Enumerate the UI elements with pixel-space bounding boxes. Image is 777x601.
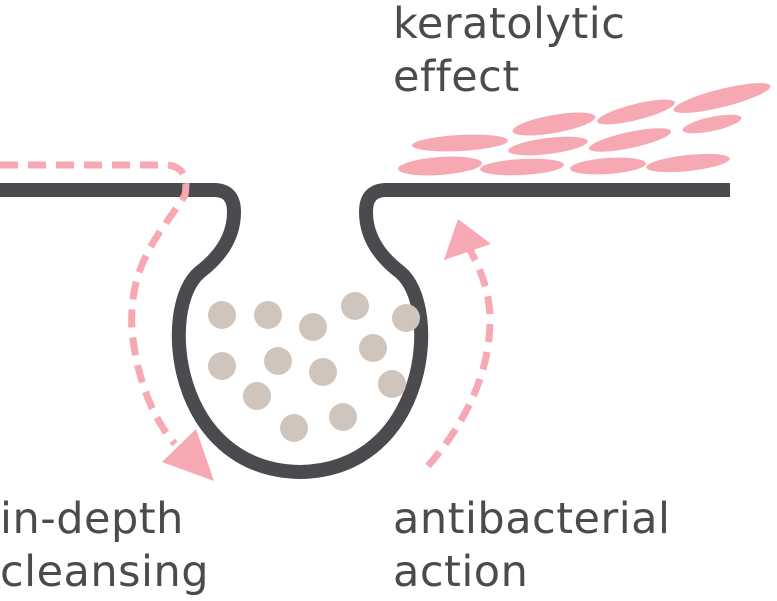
particle (359, 334, 387, 362)
particle (392, 304, 420, 332)
particle (264, 347, 292, 375)
antibacterial-label-line-1: antibacterial (393, 494, 671, 544)
particle (208, 301, 236, 329)
skin-flake (597, 99, 675, 125)
skin-flake (646, 153, 730, 173)
skin-flake (398, 156, 482, 176)
particle (243, 382, 271, 410)
skin-flake (412, 134, 508, 152)
particle (309, 358, 337, 386)
cleansing-arrowhead (162, 429, 214, 481)
cleansing-arrow (0, 161, 214, 481)
keratolytic-effect-label: keratolytic effect (393, 0, 625, 104)
skin-flake (508, 136, 588, 156)
particle (329, 403, 357, 431)
particle (280, 414, 308, 442)
particle (378, 370, 406, 398)
antibacterial-action-label: antibacterial action (393, 493, 670, 599)
particle (208, 352, 236, 380)
cleansing-label-line-2: cleansing (0, 547, 210, 597)
antibacterial-arrowhead (444, 219, 491, 260)
skin-flake (673, 83, 771, 113)
particle (299, 313, 327, 341)
antibacterial-arrow (425, 219, 494, 469)
cleansing-label-line-1: in-depth (0, 494, 184, 544)
skin-flake (682, 114, 742, 134)
in-depth-cleansing-label: in-depth cleansing (0, 493, 209, 599)
particle (341, 292, 369, 320)
particle (254, 301, 282, 329)
sebum-particles (208, 292, 420, 442)
keratolytic-label-line-1: keratolytic (393, 0, 626, 49)
skin-flake (570, 157, 646, 175)
keratolytic-label-line-2: effect (393, 52, 520, 102)
antibacterial-arrow-line (425, 248, 494, 469)
cleansing-arrow-line (0, 161, 190, 447)
skin-flake (588, 128, 672, 152)
skin-surface-with-pore (0, 183, 730, 479)
skin-flake (480, 158, 564, 176)
skin-flake (512, 112, 596, 136)
antibacterial-label-line-2: action (393, 547, 529, 597)
dead-skin-flakes (398, 83, 771, 176)
